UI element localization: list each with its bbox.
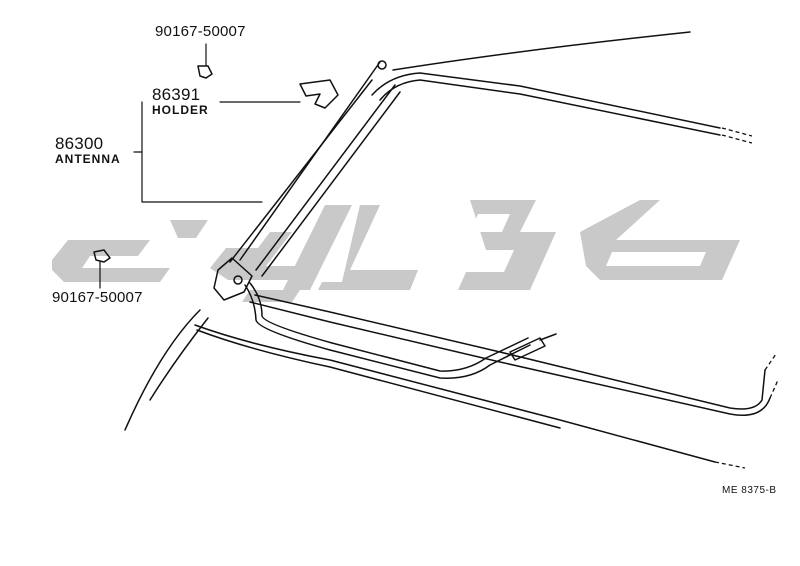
cable-plug [539, 333, 557, 341]
fender-line-2 [149, 317, 209, 401]
holder-part [299, 79, 339, 109]
cowl-line [194, 324, 716, 463]
feeder-cable-2 [249, 282, 529, 372]
antenna-base [213, 257, 253, 301]
cable-connector [509, 337, 546, 361]
pillar-line-2 [261, 91, 401, 277]
windshield-bottom-outer [254, 294, 766, 410]
drawing-lines [93, 31, 771, 463]
screw-bottom [93, 249, 111, 263]
screw-bottom-part-number: 90167-50007 [52, 289, 143, 306]
fender-line [124, 309, 201, 431]
antenna-part-number: 86300 [55, 134, 104, 153]
antenna-mast-inner [229, 79, 373, 263]
dashed-lines [714, 127, 779, 469]
figure-code: ME 8375-B [722, 485, 777, 496]
pillar-line [255, 84, 396, 271]
leader-bracket [141, 101, 263, 203]
feeder-cable [244, 284, 531, 379]
roof-top-edge [392, 31, 691, 71]
screw-top-part-number: 90167-50007 [155, 23, 246, 40]
windshield-bottom-inner [249, 301, 771, 416]
windshield-inner-top [379, 79, 721, 136]
holder-name: HOLDER [152, 103, 209, 117]
antenna-mast-outer [239, 61, 381, 261]
antenna-tip [377, 60, 387, 70]
cowl-line-2 [196, 329, 561, 429]
windshield-outer-top [371, 72, 721, 129]
antenna-base-bolt [233, 275, 243, 285]
holder-part-number: 86391 [152, 85, 201, 104]
watermark-logo [52, 200, 740, 302]
screw-top [197, 65, 213, 79]
antenna-name: ANTENNA [55, 152, 121, 166]
